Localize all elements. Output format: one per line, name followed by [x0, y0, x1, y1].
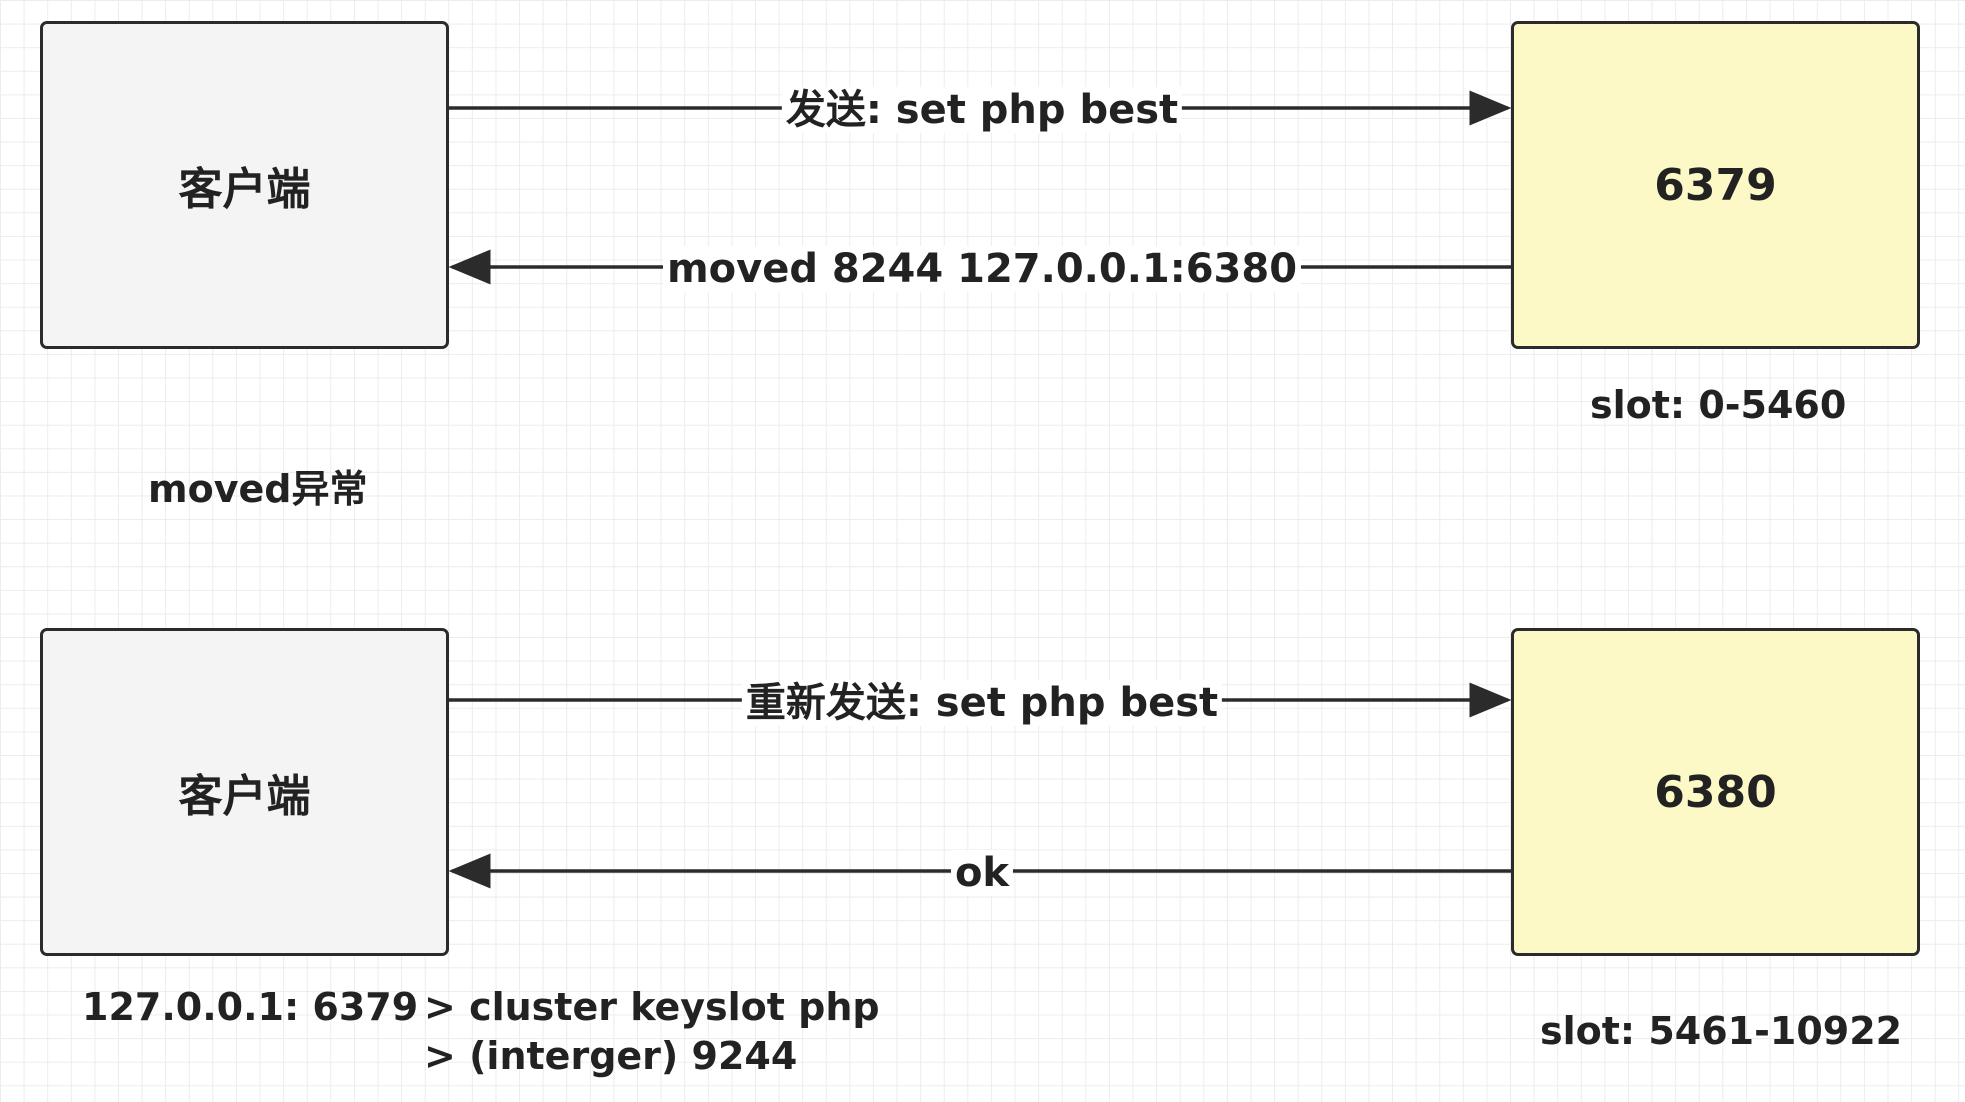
bottom-server-node: 6380: [1511, 628, 1920, 956]
bottom-response-label: ok: [950, 850, 1014, 896]
bottom-request-label: 重新发送: set php best: [741, 680, 1223, 726]
top-server-node: 6379: [1511, 21, 1920, 349]
section-caption: moved异常: [148, 467, 368, 511]
top-request-label: 发送: set php best: [781, 87, 1183, 133]
top-client-node: 客户端: [40, 21, 449, 349]
top-response-label: moved 8244 127.0.0.1:6380: [662, 246, 1302, 292]
top-server-label: 6379: [1654, 159, 1777, 211]
bottom-client-label: 客户端: [178, 771, 311, 822]
bottom-client-node: 客户端: [40, 628, 449, 956]
top-server-slot: slot: 0-5460: [1590, 383, 1847, 427]
bottom-server-label: 6380: [1654, 766, 1777, 818]
top-client-label: 客户端: [178, 164, 311, 215]
cli-result: > (interger) 9244: [424, 1034, 798, 1078]
cli-command: > cluster keyslot php: [424, 985, 880, 1029]
bottom-server-slot: slot: 5461-10922: [1540, 1009, 1903, 1053]
cli-prompt: 127.0.0.1: 6379: [82, 985, 419, 1029]
